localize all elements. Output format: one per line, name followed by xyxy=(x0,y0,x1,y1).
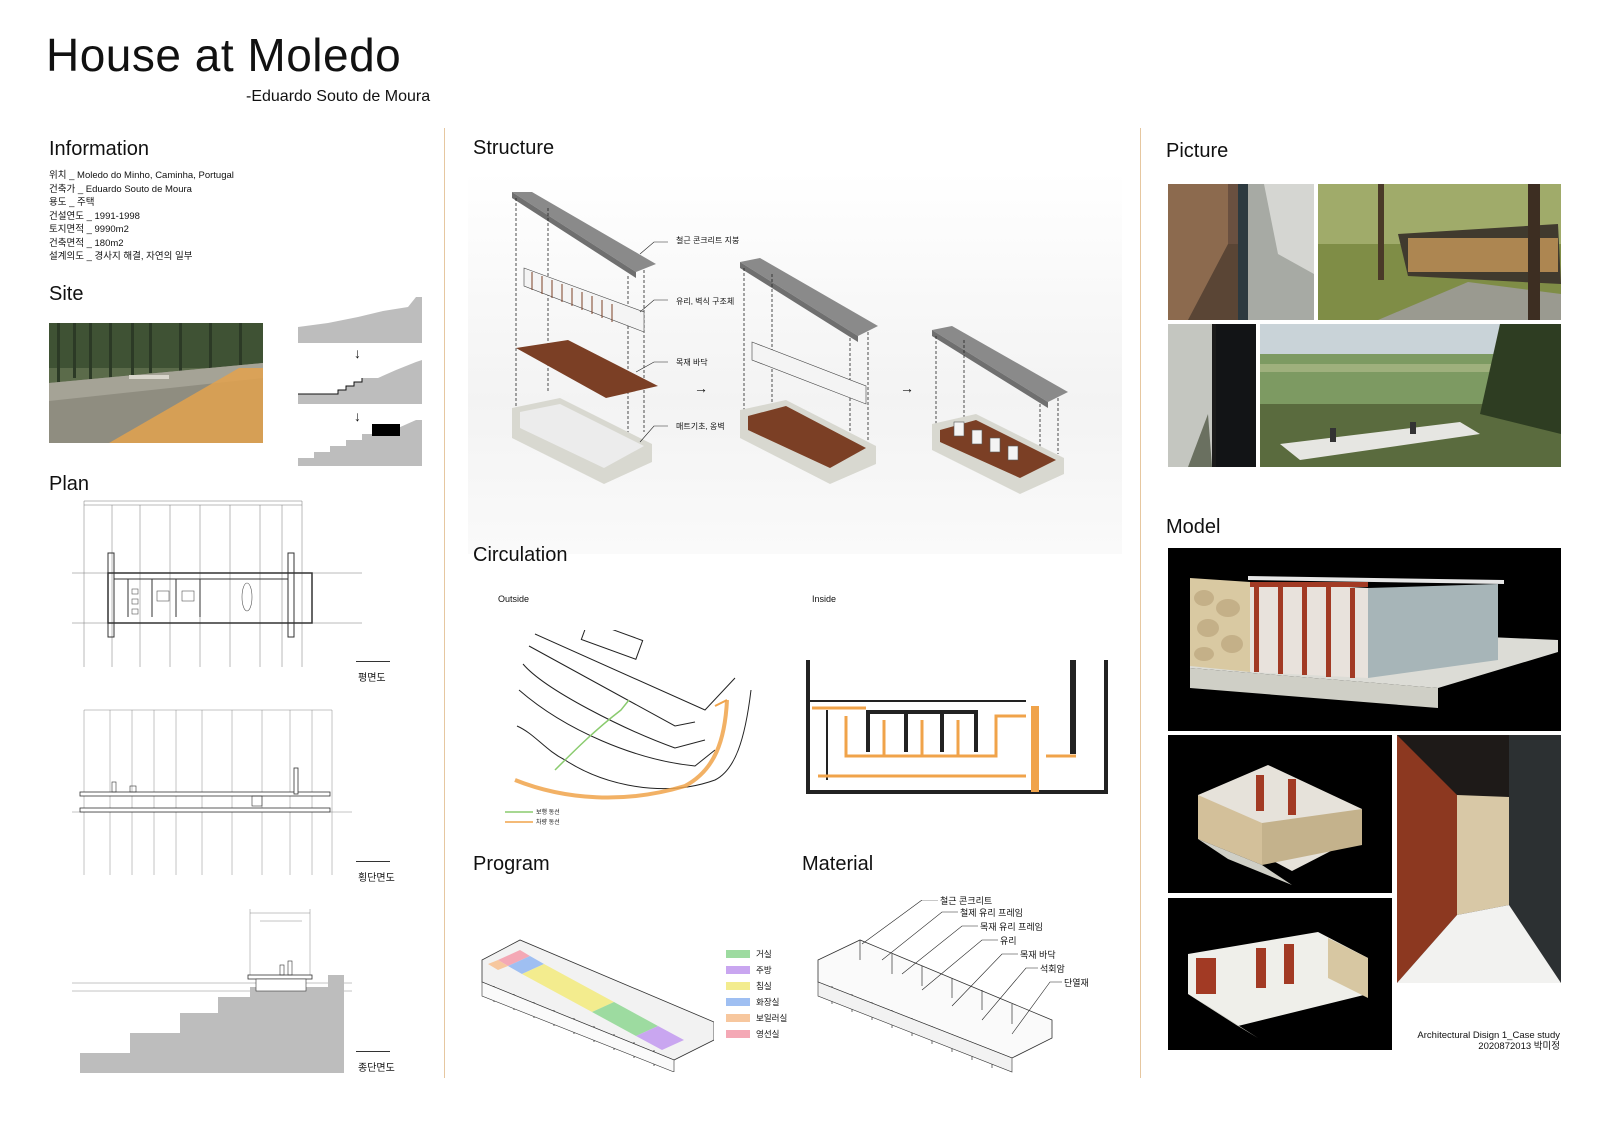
material-label-wood-frame: 목재 유리 프레임 xyxy=(980,922,1043,932)
material-diagram xyxy=(812,900,1112,1076)
structure-label-glass-wall: 유리, 벽식 구조체 xyxy=(676,297,735,306)
cross-section-drawing xyxy=(72,700,372,880)
section-information-title: Information xyxy=(49,138,150,160)
longitudinal-section-drawing xyxy=(72,905,372,1073)
info-item: 토지면적 _ 9990m2 xyxy=(49,224,129,235)
circulation-outside-label: Outside xyxy=(498,594,530,604)
credit-student: 2020872013 박미정 xyxy=(1478,1041,1560,1052)
structure-label-roof: 철근 콘크리트 지붕 xyxy=(676,236,740,245)
legend-label: 화장실 xyxy=(756,997,780,1007)
down-arrow-icon: ↓ xyxy=(354,408,361,424)
divider-left xyxy=(444,128,445,1078)
structure-label-wood-floor: 목재 바닥 xyxy=(676,358,708,367)
circulation-inside-label: Inside xyxy=(812,594,837,604)
material-label-steel-frame: 철제 유리 프레임 xyxy=(960,908,1023,918)
section-material-title: Material xyxy=(802,853,874,875)
legend-label: 거실 xyxy=(756,949,772,959)
legend-swatch xyxy=(726,1014,750,1022)
section-picture-title: Picture xyxy=(1166,140,1229,162)
section-model-title: Model xyxy=(1166,516,1221,538)
section-plan-title: Plan xyxy=(49,473,90,495)
material-label-limestone: 석회암 xyxy=(1040,964,1065,974)
section-structure-title: Structure xyxy=(473,137,555,159)
scale-bar-icon xyxy=(356,657,390,662)
section-site-title: Site xyxy=(49,283,84,305)
material-label-glass: 유리 xyxy=(1000,936,1017,946)
photo-exterior-garden xyxy=(1318,184,1561,320)
model-photo-exterior xyxy=(1168,548,1561,731)
photo-glass-wall-rock xyxy=(1168,324,1256,467)
info-item: 건축면적 _ 180m2 xyxy=(49,237,124,249)
info-item: 설계의도 _ 경사지 해결, 자연의 일부 xyxy=(49,251,193,262)
info-item: 건축가 _ Eduardo Souto de Moura xyxy=(49,183,192,195)
photo-corridor xyxy=(1168,184,1314,320)
site-diagram-2 xyxy=(298,360,422,404)
legend-swatch xyxy=(726,998,750,1006)
material-label-concrete: 철근 콘크리트 xyxy=(940,896,993,906)
site-photo xyxy=(49,323,263,443)
program-legend: 거실 주방 침실 화장실 보일러실 영선실 xyxy=(726,946,787,1042)
page-subtitle: -Eduardo Souto de Moura xyxy=(246,88,431,105)
caption-cross-section: 횡단면도 xyxy=(358,873,395,884)
site-diagram-3 xyxy=(298,420,422,466)
material-label-wood-floor: 목재 바닥 xyxy=(1020,950,1056,960)
info-item: 건설연도 _ 1991-1998 xyxy=(49,210,140,222)
model-photo-isometric xyxy=(1168,735,1392,893)
down-arrow-icon: ↓ xyxy=(354,345,361,361)
information-list: 위치 _ Moledo do Minho, Caminha, Portugal … xyxy=(49,169,234,264)
model-photo-interior-corridor xyxy=(1397,735,1561,983)
circulation-inside-diagram xyxy=(806,660,1108,796)
legend-label: 보일러실 xyxy=(756,1013,788,1023)
program-diagram xyxy=(474,912,714,1072)
legend-label: 침실 xyxy=(756,981,772,991)
circulation-legend: 보행 동선 차량 동선 xyxy=(536,808,560,828)
legend-swatch xyxy=(726,950,750,958)
right-arrow-icon: → xyxy=(900,380,914,396)
circulation-outside-diagram xyxy=(505,630,755,830)
legend-swatch xyxy=(726,966,750,974)
caption-floor-plan: 평면도 xyxy=(358,673,386,684)
structure-label-foundation: 매트기초, 옹벽 xyxy=(676,422,725,431)
scale-bar-icon xyxy=(356,1047,390,1052)
legend-item-living: 거실 xyxy=(726,946,787,962)
page-title: House at Moledo xyxy=(46,29,402,81)
material-label-insulation: 단열재 xyxy=(1064,978,1089,988)
photo-landscape-view xyxy=(1260,324,1561,467)
right-arrow-icon: → xyxy=(694,380,708,396)
legend-label: 주방 xyxy=(756,965,772,975)
legend-swatch xyxy=(726,1030,750,1038)
caption-longitudinal-section: 종단면도 xyxy=(358,1063,395,1074)
legend-vehicle: 차량 동선 xyxy=(536,820,560,826)
section-program-title: Program xyxy=(473,853,550,875)
info-item: 용도 _ 주택 xyxy=(49,197,95,208)
credit-course: Architectural Disign 1_Case study xyxy=(1417,1030,1560,1041)
scale-bar-icon xyxy=(356,857,390,862)
legend-item-maintenance: 영선실 xyxy=(726,1026,787,1042)
credit-block: Architectural Disign 1_Case study 202087… xyxy=(1417,1030,1560,1052)
legend-item-bedroom: 침실 xyxy=(726,978,787,994)
floor-plan-drawing xyxy=(72,497,372,677)
legend-item-boiler: 보일러실 xyxy=(726,1010,787,1026)
structure-exploded-diagram xyxy=(468,172,1122,554)
legend-item-kitchen: 주방 xyxy=(726,962,787,978)
model-photo-top-view xyxy=(1168,898,1392,1050)
info-item: 위치 _ Moledo do Minho, Caminha, Portugal xyxy=(49,170,234,181)
legend-label: 영선실 xyxy=(756,1029,780,1039)
site-diagram-1 xyxy=(298,297,422,343)
divider-right xyxy=(1140,128,1141,1078)
section-circulation-title: Circulation xyxy=(473,544,568,566)
legend-item-bathroom: 화장실 xyxy=(726,994,787,1010)
legend-swatch xyxy=(726,982,750,990)
legend-pedestrian: 보행 동선 xyxy=(536,810,560,816)
